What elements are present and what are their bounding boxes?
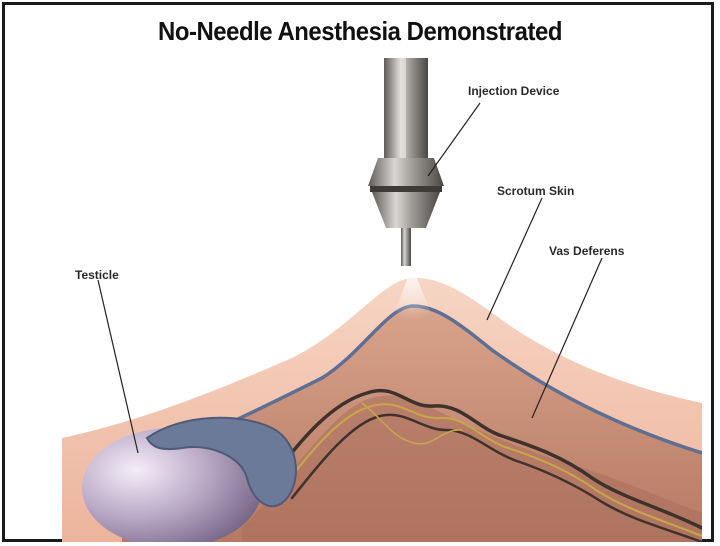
label-vas-deferens: Vas Deferens [549,244,624,258]
label-testicle: Testicle [75,268,119,282]
injection-device [368,58,444,266]
anatomy-illustration [62,58,702,542]
label-injection-device: Injection Device [468,84,559,98]
label-scrotum-skin: Scrotum Skin [497,184,574,198]
figure-title: No-Needle Anesthesia Demonstrated [29,16,691,47]
